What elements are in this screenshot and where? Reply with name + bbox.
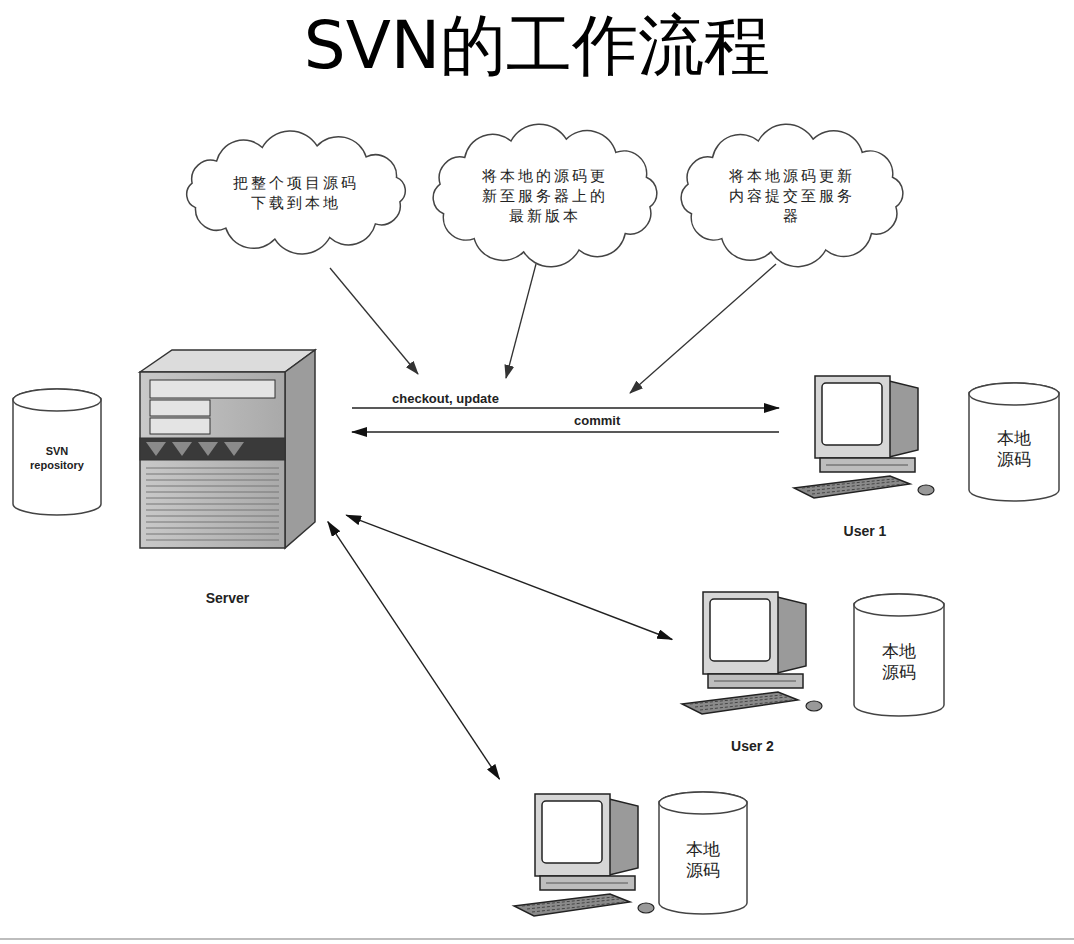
computer-node: User 2 — [675, 585, 830, 755]
leader-line — [330, 268, 418, 374]
user-computer — [682, 592, 822, 714]
cloud-shape — [433, 124, 657, 267]
cloud-shape — [681, 124, 903, 266]
callout-cloud: 将本地的源码更 新至服务器上的 最新版本 — [428, 128, 662, 263]
band-mark — [224, 442, 244, 456]
cylinder-body — [659, 792, 747, 914]
cylinder-top — [13, 389, 101, 411]
cloud-text-area: 将本地的源码更 新至服务器上的 最新版本 — [428, 128, 662, 263]
cylinder-text-area: 本地 源码 — [853, 615, 945, 709]
callout-cloud: 把整个项目源码 下载到本地 — [180, 135, 412, 250]
storage-cylinder: 本地 源码 — [968, 382, 1060, 502]
storage-cylinder: SVN repository — [12, 388, 102, 516]
cylinder-body — [854, 594, 944, 716]
cylinder-text-area: 本地 源码 — [658, 813, 748, 907]
sync-arrow — [352, 407, 779, 408]
edge-label: commit — [572, 413, 622, 428]
tower-vents — [146, 468, 279, 540]
leader-line — [506, 264, 536, 378]
cylinder-body — [969, 383, 1059, 501]
tower-side — [285, 350, 315, 548]
storage-label: SVN repository — [24, 445, 90, 473]
machine-label: User 1 — [785, 522, 945, 540]
cloud-note: 将本地的源码更 新至服务器上的 最新版本 — [478, 166, 612, 226]
machine-label: User 2 — [675, 737, 830, 755]
sync-arrow — [328, 522, 500, 780]
storage-label: 本地 源码 — [994, 428, 1034, 471]
tower-band — [140, 438, 285, 460]
sync-arrow — [352, 431, 779, 432]
diagram-title: SVN的工作流程 — [0, 6, 1074, 86]
cloud-shape — [187, 131, 406, 254]
edge-label: checkout, update — [390, 391, 501, 406]
band-mark — [172, 442, 192, 456]
computer-node: User 1 — [785, 372, 945, 540]
drive-bay — [150, 418, 210, 434]
cylinder-text-area: 本地 源码 — [968, 404, 1060, 494]
band-mark — [198, 442, 218, 456]
cloud-note: 把整个项目源码 下载到本地 — [229, 173, 363, 213]
band-mark — [146, 442, 166, 456]
leader-line — [630, 264, 776, 393]
cylinder-text-area: SVN repository — [12, 410, 102, 508]
cloud-text-area: 将本地源码更新 内容提交至服务 器 — [676, 128, 908, 263]
cylinder-top — [659, 792, 747, 814]
cloud-text-area: 把整个项目源码 下载到本地 — [180, 135, 412, 250]
machine-label: Server — [135, 589, 320, 607]
cylinder-body — [13, 389, 101, 515]
bottom-rule — [0, 938, 1074, 940]
user-computer — [794, 376, 934, 498]
storage-cylinder: 本地 源码 — [853, 593, 945, 717]
server-tower — [140, 350, 315, 548]
tower-front — [140, 372, 285, 548]
storage-cylinder: 本地 源码 — [505, 785, 750, 921]
storage-label: 本地 源码 — [683, 839, 723, 882]
drive-bay — [150, 400, 210, 416]
callout-cloud: 将本地源码更新 内容提交至服务 器 — [676, 128, 908, 263]
computer-node: Server — [135, 345, 320, 607]
sync-arrow — [346, 515, 672, 639]
cloud-outline — [180, 135, 412, 250]
storage-label: 本地 源码 — [879, 641, 919, 684]
cylinder-top — [854, 594, 944, 616]
drive-bay — [150, 380, 275, 398]
user-computer — [514, 794, 654, 916]
cylinder-top — [969, 383, 1059, 405]
cloud-note: 将本地源码更新 内容提交至服务 器 — [725, 166, 859, 226]
